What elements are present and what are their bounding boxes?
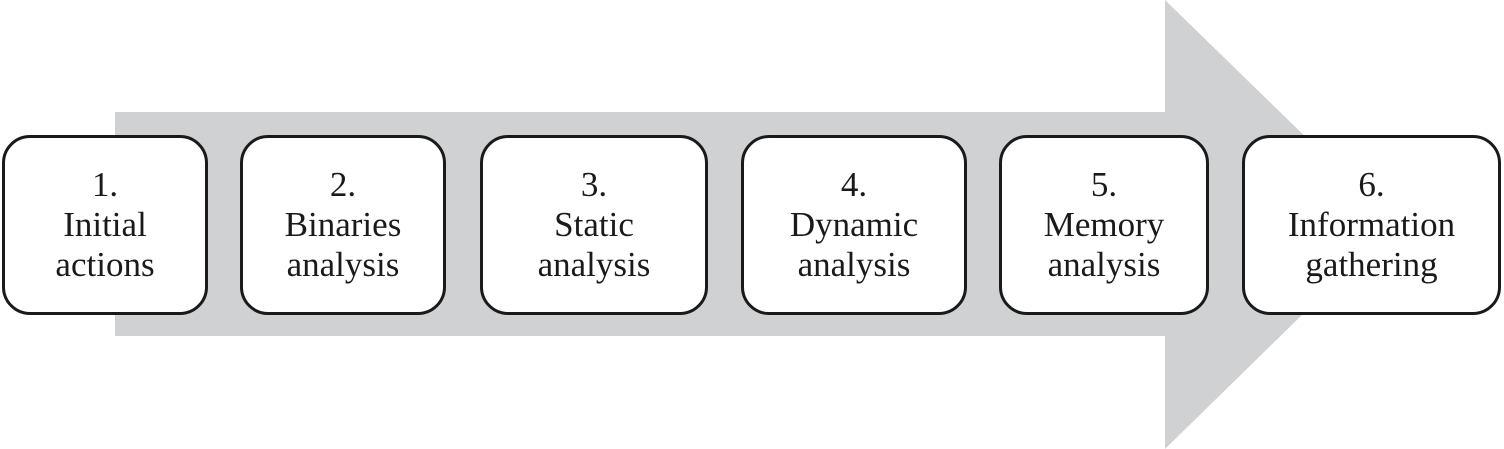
step-number: 5. (1090, 165, 1118, 204)
step-number: 2. (329, 165, 357, 204)
step-label-line1: Information (1287, 205, 1456, 244)
step-box-dynamic-analysis: 4. Dynamic analysis (741, 135, 967, 315)
step-label-line1: Binaries (284, 205, 402, 244)
step-label-line2: actions (55, 245, 155, 284)
step-label-line1: Memory (1043, 205, 1165, 244)
step-label-line1: Static (554, 205, 634, 244)
step-label-line2: analysis (797, 245, 911, 284)
step-box-initial-actions: 1. Initial actions (2, 135, 208, 315)
step-label-line1: Initial (63, 205, 147, 244)
step-label-line2: analysis (537, 245, 651, 284)
step-box-memory-analysis: 5. Memory analysis (999, 135, 1209, 315)
step-label-line2: gathering (1305, 245, 1438, 284)
step-number: 1. (91, 165, 119, 204)
step-number: 6. (1358, 165, 1385, 204)
step-label-line2: analysis (1047, 245, 1161, 284)
step-box-information-gathering: 6. Information gathering (1242, 135, 1501, 315)
step-number: 3. (580, 165, 608, 204)
step-number: 4. (840, 165, 868, 204)
step-box-static-analysis: 3. Static analysis (480, 135, 708, 315)
step-label-line2: analysis (286, 245, 400, 284)
step-box-binaries-analysis: 2. Binaries analysis (240, 135, 446, 315)
step-label-line1: Dynamic (789, 205, 919, 244)
